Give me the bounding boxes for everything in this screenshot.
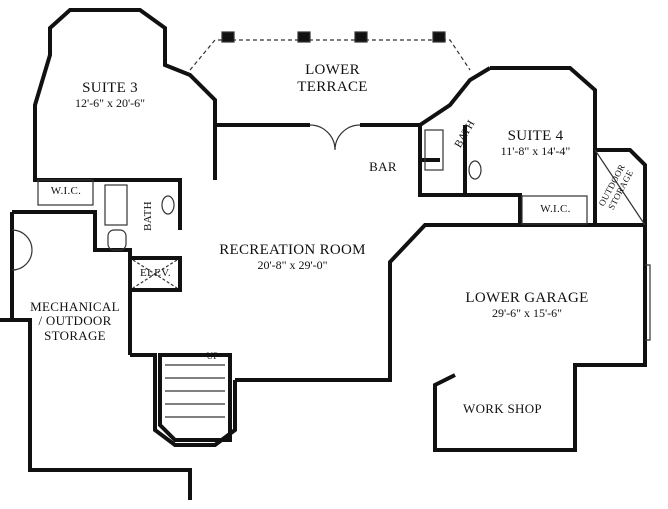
wic-left-box [37,179,94,206]
elevator-name: ELEV. [140,267,171,279]
terrace-post-2 [297,31,311,43]
label-wic-right: W.I.C. [528,203,583,215]
elev-x [132,259,178,289]
suite-4-name: SUITE 4 [507,128,564,144]
tub-left [104,184,128,226]
label-mechanical: MECHANICAL / OUTDOOR STORAGE [20,299,130,343]
sink-right [468,160,482,180]
sink-left [161,195,175,215]
label-elevator: ELEV. [133,267,178,279]
label-stair-up: UP [200,351,225,362]
bath-left-name: BATH [141,201,154,232]
terrace-post-3 [354,31,368,43]
bath-left-wall [95,125,217,230]
bar-name: BAR [369,159,397,174]
label-suite-4: SUITE 4 11'-8" x 14'-4" [488,128,583,158]
patio-doors [309,124,361,151]
label-suite-3: SUITE 3 12'-6" x 20'-6" [55,80,165,110]
storage-diagonal [594,149,646,226]
label-lower-garage: LOWER GARAGE 29'-6" x 15'-6" [452,290,602,320]
wic-left-name: W.I.C. [50,185,82,197]
stair-walls [158,353,232,442]
label-bath-left: BATH [142,196,154,236]
windows-right [645,264,651,341]
mechanical-line2: / OUTDOOR [38,313,112,329]
terrace-post-1 [221,31,235,43]
mech-doors [11,229,33,271]
stair-up-text: UP [206,351,219,361]
lower-left-walls [0,318,237,500]
lower-garage-name: LOWER GARAGE [465,290,589,306]
tub-right [424,129,444,171]
terrace-dashed [189,39,471,71]
terrace-post-4 [432,31,446,43]
wic-right-box [521,195,588,225]
label-bar: BAR [368,159,398,174]
mechanical-line3: STORAGE [44,327,106,343]
suite-4-dims: 11'-8" x 14'-4" [500,143,571,158]
suite-4-interior [463,125,597,225]
label-recreation-room: RECREATION ROOM 20'-8" x 29'-0" [200,242,385,272]
recreation-room-dims: 20'-8" x 29'-0" [257,257,328,272]
suite-3-walls [33,8,217,182]
label-wic-left: W.I.C. [40,185,92,197]
label-work-shop: WORK SHOP [455,401,550,416]
wic-right-name: W.I.C. [540,203,571,215]
recreation-room-name: RECREATION ROOM [219,242,366,258]
stair-treads [165,364,225,418]
label-lower-terrace: LOWER TERRACE [275,62,390,95]
lower-terrace-line1: LOWER [305,62,360,78]
work-shop-name: WORK SHOP [463,401,542,416]
bar-walls [375,123,465,197]
lower-garage-dims: 29'-6" x 15'-6" [491,305,563,320]
garage-walls [235,223,647,452]
mechanical-line1: MECHANICAL [30,299,120,314]
elevator-walls [128,256,182,292]
toilet-left [107,229,127,251]
lower-terrace-line2: TERRACE [297,78,368,95]
suite-3-dims: 12'-6" x 20'-6" [74,95,146,110]
suite-3-name: SUITE 3 [82,80,138,96]
